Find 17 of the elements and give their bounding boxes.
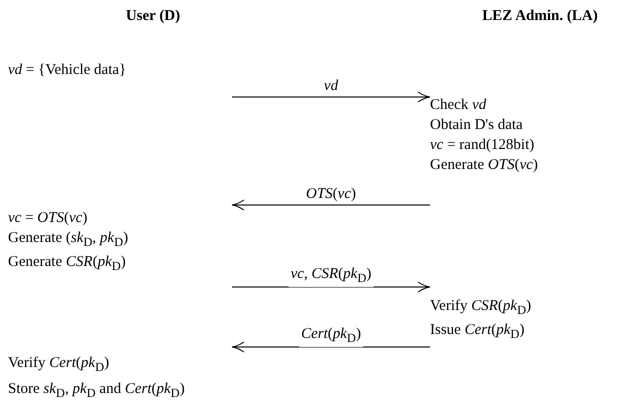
protocol-step: Check vd	[430, 95, 486, 115]
edge-label: OTS(vc)	[304, 185, 358, 203]
protocol-step: Verify Cert(pk$_{D}$)	[8, 352, 110, 378]
protocol-step: Issue Cert(pk$_{D}$)	[430, 320, 524, 344]
protocol-step: Generate OTS(vc)	[430, 155, 538, 175]
protocol-step: Obtain D's data	[430, 115, 523, 135]
protocol-step: Generate CSR(pk$_{D}$)	[8, 252, 126, 276]
edge-label: Cert(pk$_{D}$)	[299, 325, 363, 347]
column-heading: LEZ Admin. (LA)	[482, 7, 598, 26]
protocol-step: vc = rand(128bit)	[430, 135, 534, 155]
protocol-step: Verify CSR(pk$_{D}$)	[430, 296, 532, 320]
protocol-step: vd = {Vehicle data}	[8, 60, 126, 80]
edge-label: vc, CSR(pk$_{D}$)	[288, 265, 374, 287]
protocol-step: Generate (sk$_{D}$, pk$_{D}$)	[8, 228, 128, 252]
protocol-step: vc = OTS(vc)	[8, 208, 88, 228]
protocol-step: Store sk$_{D}$, pk$_{D}$ and Cert(pk$_{D}$)	[8, 378, 185, 404]
column-heading: User (D)	[126, 7, 180, 26]
